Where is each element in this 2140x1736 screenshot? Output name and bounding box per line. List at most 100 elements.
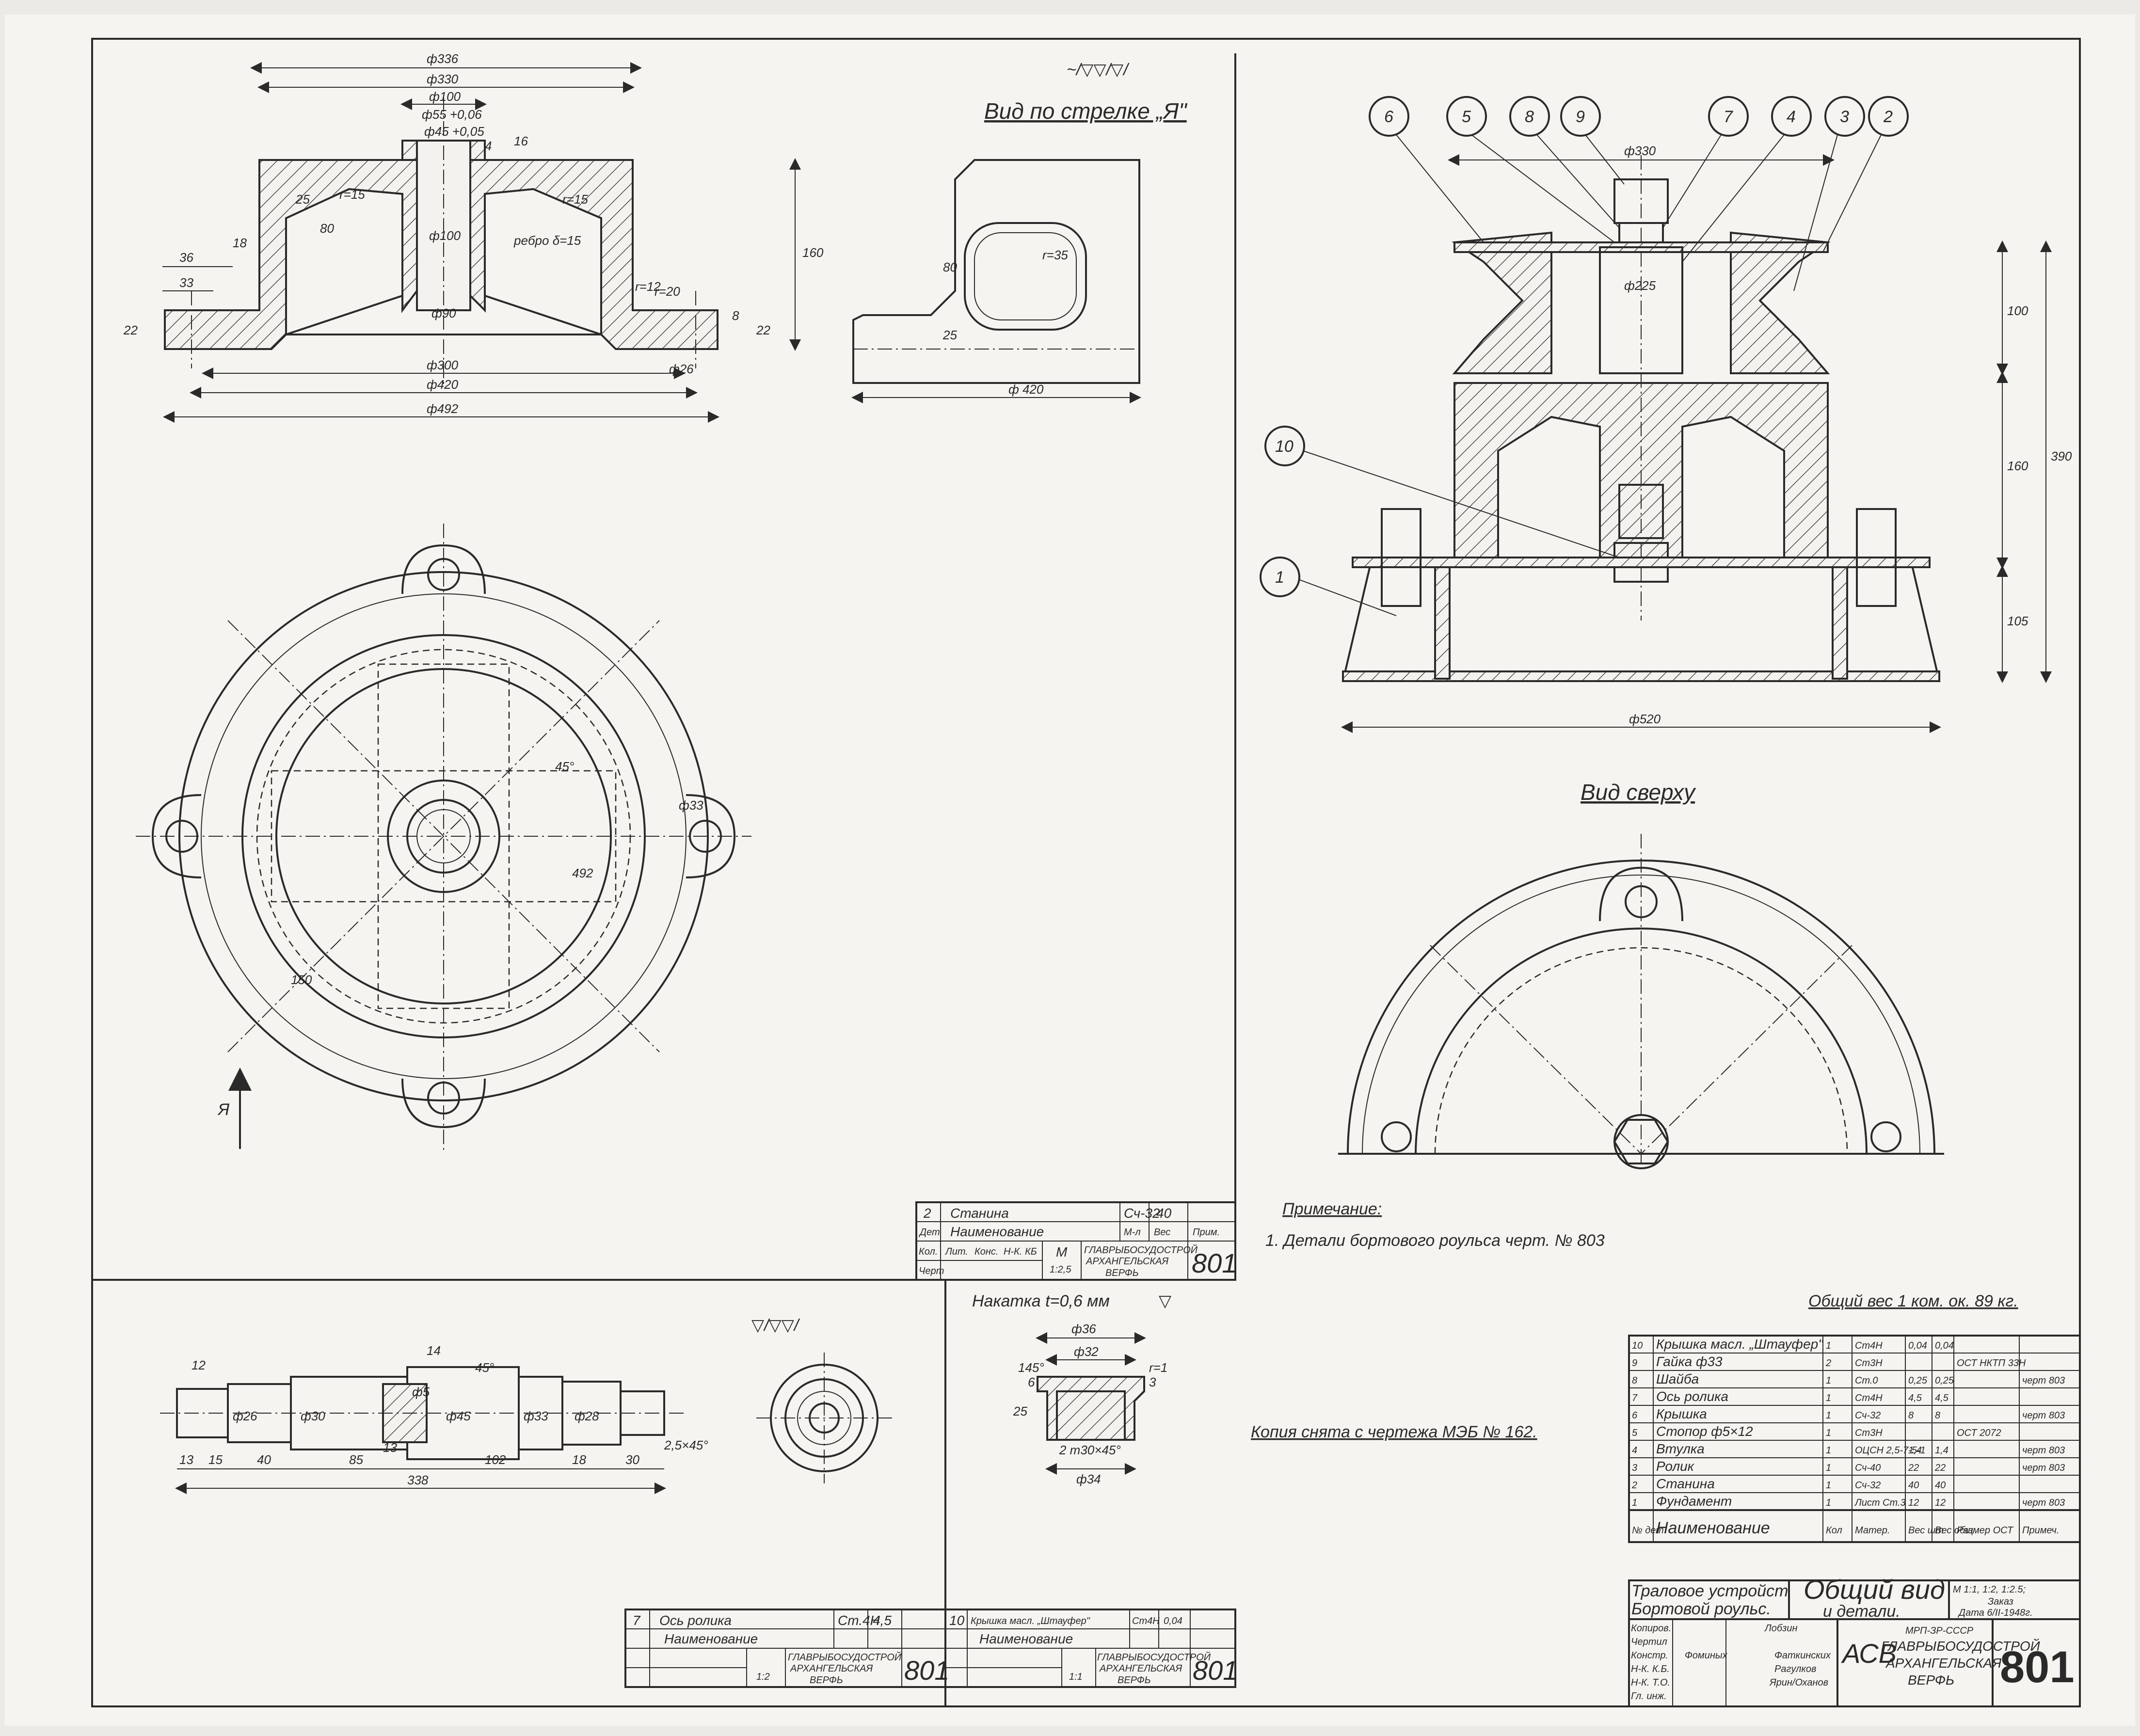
stamp-cap-org3: ВЕРФЬ xyxy=(1118,1675,1151,1686)
parts-table-cell: 4,5 xyxy=(1935,1393,1949,1403)
parts-table-cell: 6 xyxy=(1632,1410,1638,1421)
stamp-stanina-org2: АРХАНГЕЛЬСКАЯ xyxy=(1086,1256,1169,1267)
stamp-axle-scale: 1:2 xyxy=(756,1672,770,1682)
stamp-stanina-mat: Сч-32 xyxy=(1124,1206,1160,1221)
stamp-stanina-org1: ГЛАВРЫБОСУДОСТРОЙ xyxy=(1084,1244,1198,1256)
parts-table-cell: 1 xyxy=(1826,1410,1831,1421)
asm-d225: ф225 xyxy=(1624,278,1656,293)
title-left-1: Траловое устройст xyxy=(1631,1582,1788,1600)
dim-w33: 33 xyxy=(179,275,193,290)
parts-table-cell: 1 xyxy=(1826,1393,1831,1403)
parts-table-cell: Шайба xyxy=(1656,1371,1699,1386)
axle-l15: 15 xyxy=(208,1452,223,1467)
balloons: 6 5 8 9 7 4 3 2 10 1 xyxy=(1260,96,1909,616)
plan-d150: 150 xyxy=(291,972,312,987)
axle-d30: ф30 xyxy=(301,1409,325,1423)
dim-d300: ф300 xyxy=(427,358,459,372)
parts-table-cell: 9 xyxy=(1632,1358,1637,1369)
dim-r15-left: r=15 xyxy=(339,187,365,202)
parts-table-cell: черт 803 xyxy=(2022,1445,2065,1456)
parts-table-cell: 7 xyxy=(1632,1393,1638,1403)
stamp-role-0: Копиров. xyxy=(1631,1623,1671,1634)
title-order: Заказ xyxy=(1988,1596,2013,1607)
view-arrow-letter: Я xyxy=(217,1100,230,1119)
parts-table-cell: Сч-32 xyxy=(1855,1480,1881,1491)
stamp-role-3: Н-К. К.Б. xyxy=(1631,1664,1670,1674)
parts-table-cell: 1 xyxy=(1826,1375,1831,1386)
parts-table-cell: Ст4Н xyxy=(1855,1340,1883,1351)
cap-d36: ф36 xyxy=(1071,1322,1096,1336)
dim-d100-top: ф100 xyxy=(429,89,461,104)
parts-table-cell: 1 xyxy=(1826,1497,1831,1508)
parts-table-border xyxy=(1628,1335,2081,1543)
stamp-stanina-h-det: Дет xyxy=(919,1227,940,1238)
axle-d28: ф28 xyxy=(575,1409,599,1423)
parts-table-cell: 1,4 xyxy=(1935,1445,1948,1456)
dim-r12: r=12 xyxy=(635,279,661,294)
asm-h390: 390 xyxy=(2051,449,2072,463)
parts-table-cell: 8 xyxy=(1908,1410,1914,1421)
dim-w22-right: 22 xyxy=(756,323,770,337)
parts-table-header: Размер ОСТ xyxy=(1957,1525,2014,1536)
parts-table-cell: 12 xyxy=(1935,1497,1946,1508)
parts-table-cell: Сч-40 xyxy=(1855,1463,1881,1473)
title-scales: М 1:1, 1:2, 1:2.5; xyxy=(1953,1584,2026,1595)
balloon-1: 1 xyxy=(1275,568,1284,587)
parts-table-cell: ОЦСН 2,5-7-5-1 xyxy=(1855,1445,1926,1456)
parts-table-cell: 40 xyxy=(1935,1480,1946,1491)
balloon-5: 5 xyxy=(1462,108,1471,126)
parts-table-cell: 2 xyxy=(1825,1358,1831,1369)
balloon-9: 9 xyxy=(1576,108,1585,126)
stanina-section-view: ф336 ф330 ф100 ф55 +0,06 ф45 +0,05 ф100 … xyxy=(123,51,824,423)
sheet-number: 801 xyxy=(2000,1642,2075,1692)
stamp-axle-org1: ГЛАВРЫБОСУДОСТРОЙ xyxy=(788,1652,902,1663)
parts-table-cell: Сч-32 xyxy=(1855,1410,1881,1421)
cap-h6: 6 xyxy=(1028,1375,1035,1389)
parts-table-cell: 1 xyxy=(1826,1445,1831,1456)
cap-r1: r=1 xyxy=(1149,1360,1167,1375)
dim-w22-left: 22 xyxy=(123,323,138,337)
parts-table-cell: черт 803 xyxy=(2022,1410,2065,1421)
parts-table-cell: 12 xyxy=(1908,1497,1919,1508)
parts-table-cell: 3 xyxy=(1632,1463,1637,1473)
axle-l14: 14 xyxy=(427,1343,441,1358)
stamp-axle-num: 7 xyxy=(633,1613,641,1628)
stamp-cap-org2: АРХАНГЕЛЬСКАЯ xyxy=(1099,1663,1182,1674)
axle-l18: 18 xyxy=(572,1452,586,1467)
org-line-4: ВЕРФЬ xyxy=(1908,1672,1954,1688)
stamp-stanina-weight: 40 xyxy=(1156,1206,1172,1221)
arrow-view-title: Вид по стрелке „Я" xyxy=(984,98,1188,124)
parts-table-cell: Втулка xyxy=(1656,1441,1705,1456)
stamp-stanina-k5: Черт xyxy=(919,1266,944,1276)
stamp-role-4: Н-К. Т.О. xyxy=(1631,1677,1670,1688)
cap-h25: 25 xyxy=(1013,1404,1027,1418)
plan-d492: 492 xyxy=(572,866,593,880)
stamp-cap-mat: Ст4Н xyxy=(1132,1616,1160,1626)
stamp-stanina-k1: Кол. xyxy=(919,1246,938,1257)
dim-d90: ф90 xyxy=(431,306,456,320)
axle-l12: 12 xyxy=(192,1358,206,1372)
parts-table-cell: Крышка масл. „Штауфер" xyxy=(1656,1337,1823,1352)
plan-45deg: 45° xyxy=(555,759,574,774)
stamp-axle-org3: ВЕРФЬ xyxy=(810,1675,843,1686)
axle-c25: 2,5×45° xyxy=(664,1438,708,1452)
axle-l40: 40 xyxy=(257,1452,271,1467)
stamp-axle-sheet: 801 xyxy=(904,1655,949,1686)
axle-d33: ф33 xyxy=(524,1409,548,1423)
axle-l30: 30 xyxy=(625,1452,639,1467)
stamp-cap-num: 10 xyxy=(949,1613,965,1628)
parts-table-cell: Ролик xyxy=(1656,1459,1695,1474)
stamp-stanina-name: Станина xyxy=(950,1206,1009,1221)
parts-table-cell: 1 xyxy=(1632,1497,1637,1508)
stamp-stanina-sheet: 801 xyxy=(1192,1248,1237,1278)
arrow-view-80: 80 xyxy=(943,260,957,274)
stamp-stanina-org3: ВЕРФЬ xyxy=(1105,1268,1139,1278)
parts-table-cell: 40 xyxy=(1908,1480,1919,1491)
cap-chamfer: 2 m30×45° xyxy=(1059,1443,1121,1457)
knurl-note: Накатка t=0,6 мм xyxy=(972,1292,1110,1310)
dim-h16: 16 xyxy=(514,134,528,148)
stamp-name-0: Лобзин xyxy=(1764,1623,1798,1634)
cap-h3: 3 xyxy=(1149,1375,1156,1389)
axle-drawing: 12 14 13 15 40 85 102 18 30 338 13 45° 2… xyxy=(160,1343,708,1494)
balloon-7: 7 xyxy=(1724,108,1733,126)
